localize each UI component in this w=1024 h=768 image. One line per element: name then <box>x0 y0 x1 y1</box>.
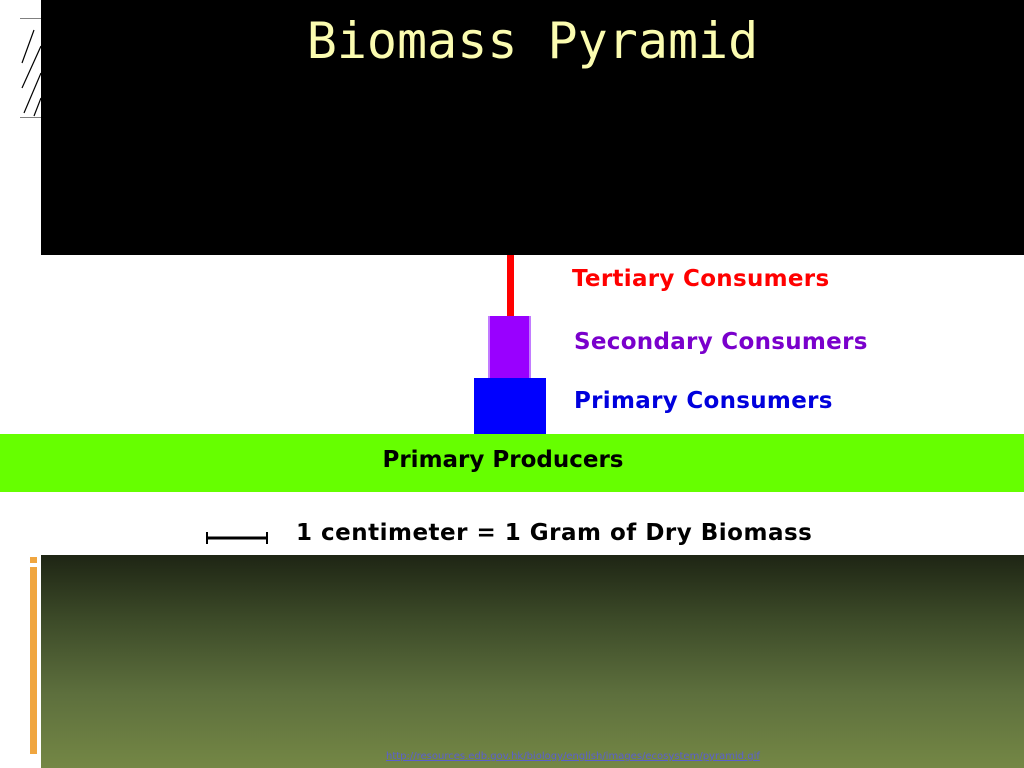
secondary-consumers-label: Secondary Consumers <box>574 329 868 355</box>
accent-bar <box>30 567 37 754</box>
secondary-consumers-block <box>488 316 531 378</box>
primary-producers-band <box>0 434 1024 492</box>
scale-label: 1 centimeter = 1 Gram of Dry Biomass <box>296 520 813 546</box>
title-band <box>41 0 1024 255</box>
accent-bar-small <box>30 557 37 563</box>
slide-title: Biomass Pyramid <box>306 12 759 70</box>
primary-consumers-label: Primary Consumers <box>574 388 833 414</box>
lower-gradient-band <box>41 555 1024 768</box>
decorative-lines-icon <box>20 18 41 118</box>
tertiary-consumers-label: Tertiary Consumers <box>572 266 830 292</box>
primary-consumers-block <box>474 378 546 434</box>
primary-producers-label: Primary Producers <box>382 447 624 473</box>
scale-bar-icon <box>206 532 268 544</box>
tertiary-consumers-bar <box>507 255 514 316</box>
source-link[interactable]: http://resources.edb.gov.hk/biology/engl… <box>386 751 760 762</box>
